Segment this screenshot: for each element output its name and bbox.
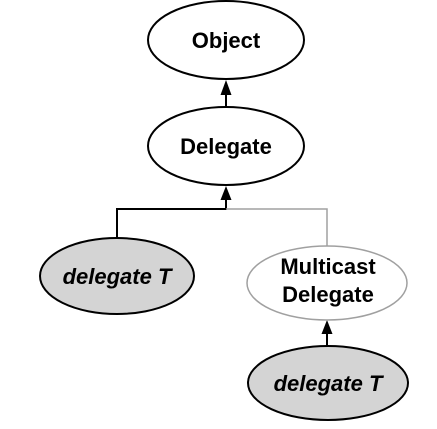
node-delegate-t-bottom: delegate T [247, 345, 409, 421]
node-multicast-line2: Delegate [282, 282, 374, 307]
node-object: Object [147, 0, 305, 80]
connector-delegate-to-object [220, 80, 232, 107]
node-multicast-delegate: Multicast Delegate [246, 245, 408, 321]
connector-multicast-to-delegate [226, 208, 328, 247]
arrowhead-icon [220, 186, 232, 200]
node-multicast-line1: Multicast [280, 254, 376, 279]
node-delegate-t-left-label: delegate T [63, 264, 173, 289]
node-delegate-label: Delegate [180, 134, 272, 159]
node-delegate-t-left: delegate T [39, 237, 195, 315]
arrowhead-icon [321, 320, 333, 334]
connector-delegate-t-to-delegate [116, 186, 232, 240]
node-delegate-t-bottom-label: delegate T [274, 371, 384, 396]
node-object-label: Object [192, 28, 261, 53]
arrowhead-icon [220, 80, 232, 95]
connector-delegate-t-to-multicast [321, 320, 333, 346]
node-delegate: Delegate [147, 106, 305, 186]
